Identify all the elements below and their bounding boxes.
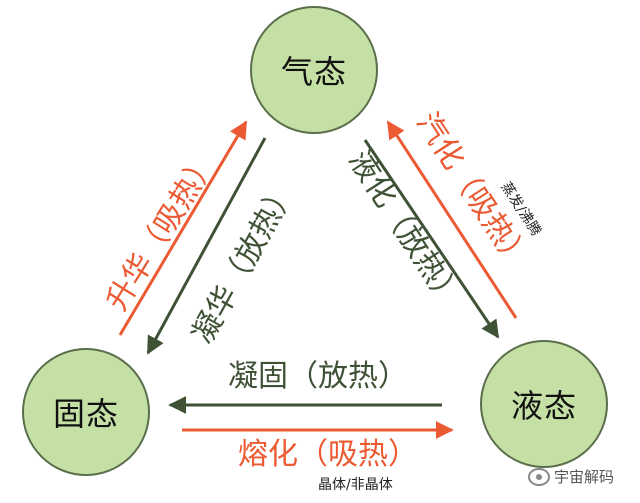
gas-state-label: 气态 — [280, 53, 347, 91]
solid-state-node: 固态 — [22, 348, 150, 476]
watermark: 宇宙解码 — [528, 466, 614, 487]
solidification-label: 凝固（放热） — [228, 359, 408, 394]
sublimation-arrow — [118, 120, 248, 336]
vaporization-arrow — [386, 120, 518, 319]
liquid-state-node: 液态 — [480, 340, 608, 468]
liquid-state-label: 液态 — [510, 387, 577, 425]
deposition-arrow — [146, 137, 267, 355]
condensation-arrow — [363, 139, 500, 339]
wechat-icon — [528, 467, 550, 486]
watermark-text: 宇宙解码 — [554, 468, 615, 486]
gas-state-node: 气态 — [250, 6, 378, 134]
melting-note: 晶体/非晶体 — [318, 477, 393, 493]
melting-label: 熔化（吸热） — [238, 437, 418, 472]
solid-state-label: 固态 — [52, 395, 119, 433]
